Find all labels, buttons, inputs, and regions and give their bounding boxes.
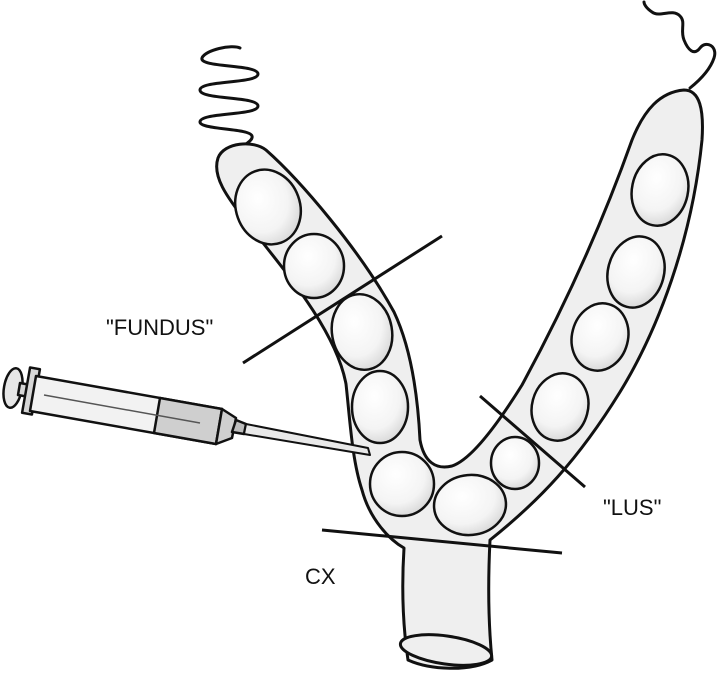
embryo bbox=[368, 450, 436, 518]
cervix-opening bbox=[398, 633, 494, 667]
embryo bbox=[630, 153, 690, 227]
embryo bbox=[606, 235, 666, 309]
fundus-cut-line bbox=[242, 234, 443, 365]
embryo bbox=[282, 232, 346, 300]
syringe-icon bbox=[2, 366, 371, 456]
lus-label: "LUS" bbox=[603, 495, 661, 520]
embryo bbox=[330, 292, 394, 372]
embryo bbox=[570, 302, 630, 372]
right-oviduct-wave bbox=[642, 0, 717, 90]
left-oviduct-coil bbox=[198, 45, 260, 154]
embryo bbox=[530, 372, 590, 442]
embryo bbox=[233, 168, 303, 246]
lus-cut-line bbox=[479, 394, 586, 489]
embryo bbox=[350, 369, 410, 445]
embryo-group bbox=[233, 153, 690, 537]
embryo bbox=[489, 435, 541, 491]
fundus-label: "FUNDUS" bbox=[106, 315, 213, 340]
embryo bbox=[432, 473, 508, 537]
cervix-label: CX bbox=[305, 564, 336, 589]
cervix-cut-line bbox=[321, 528, 563, 555]
uterus-outline bbox=[215, 88, 704, 670]
